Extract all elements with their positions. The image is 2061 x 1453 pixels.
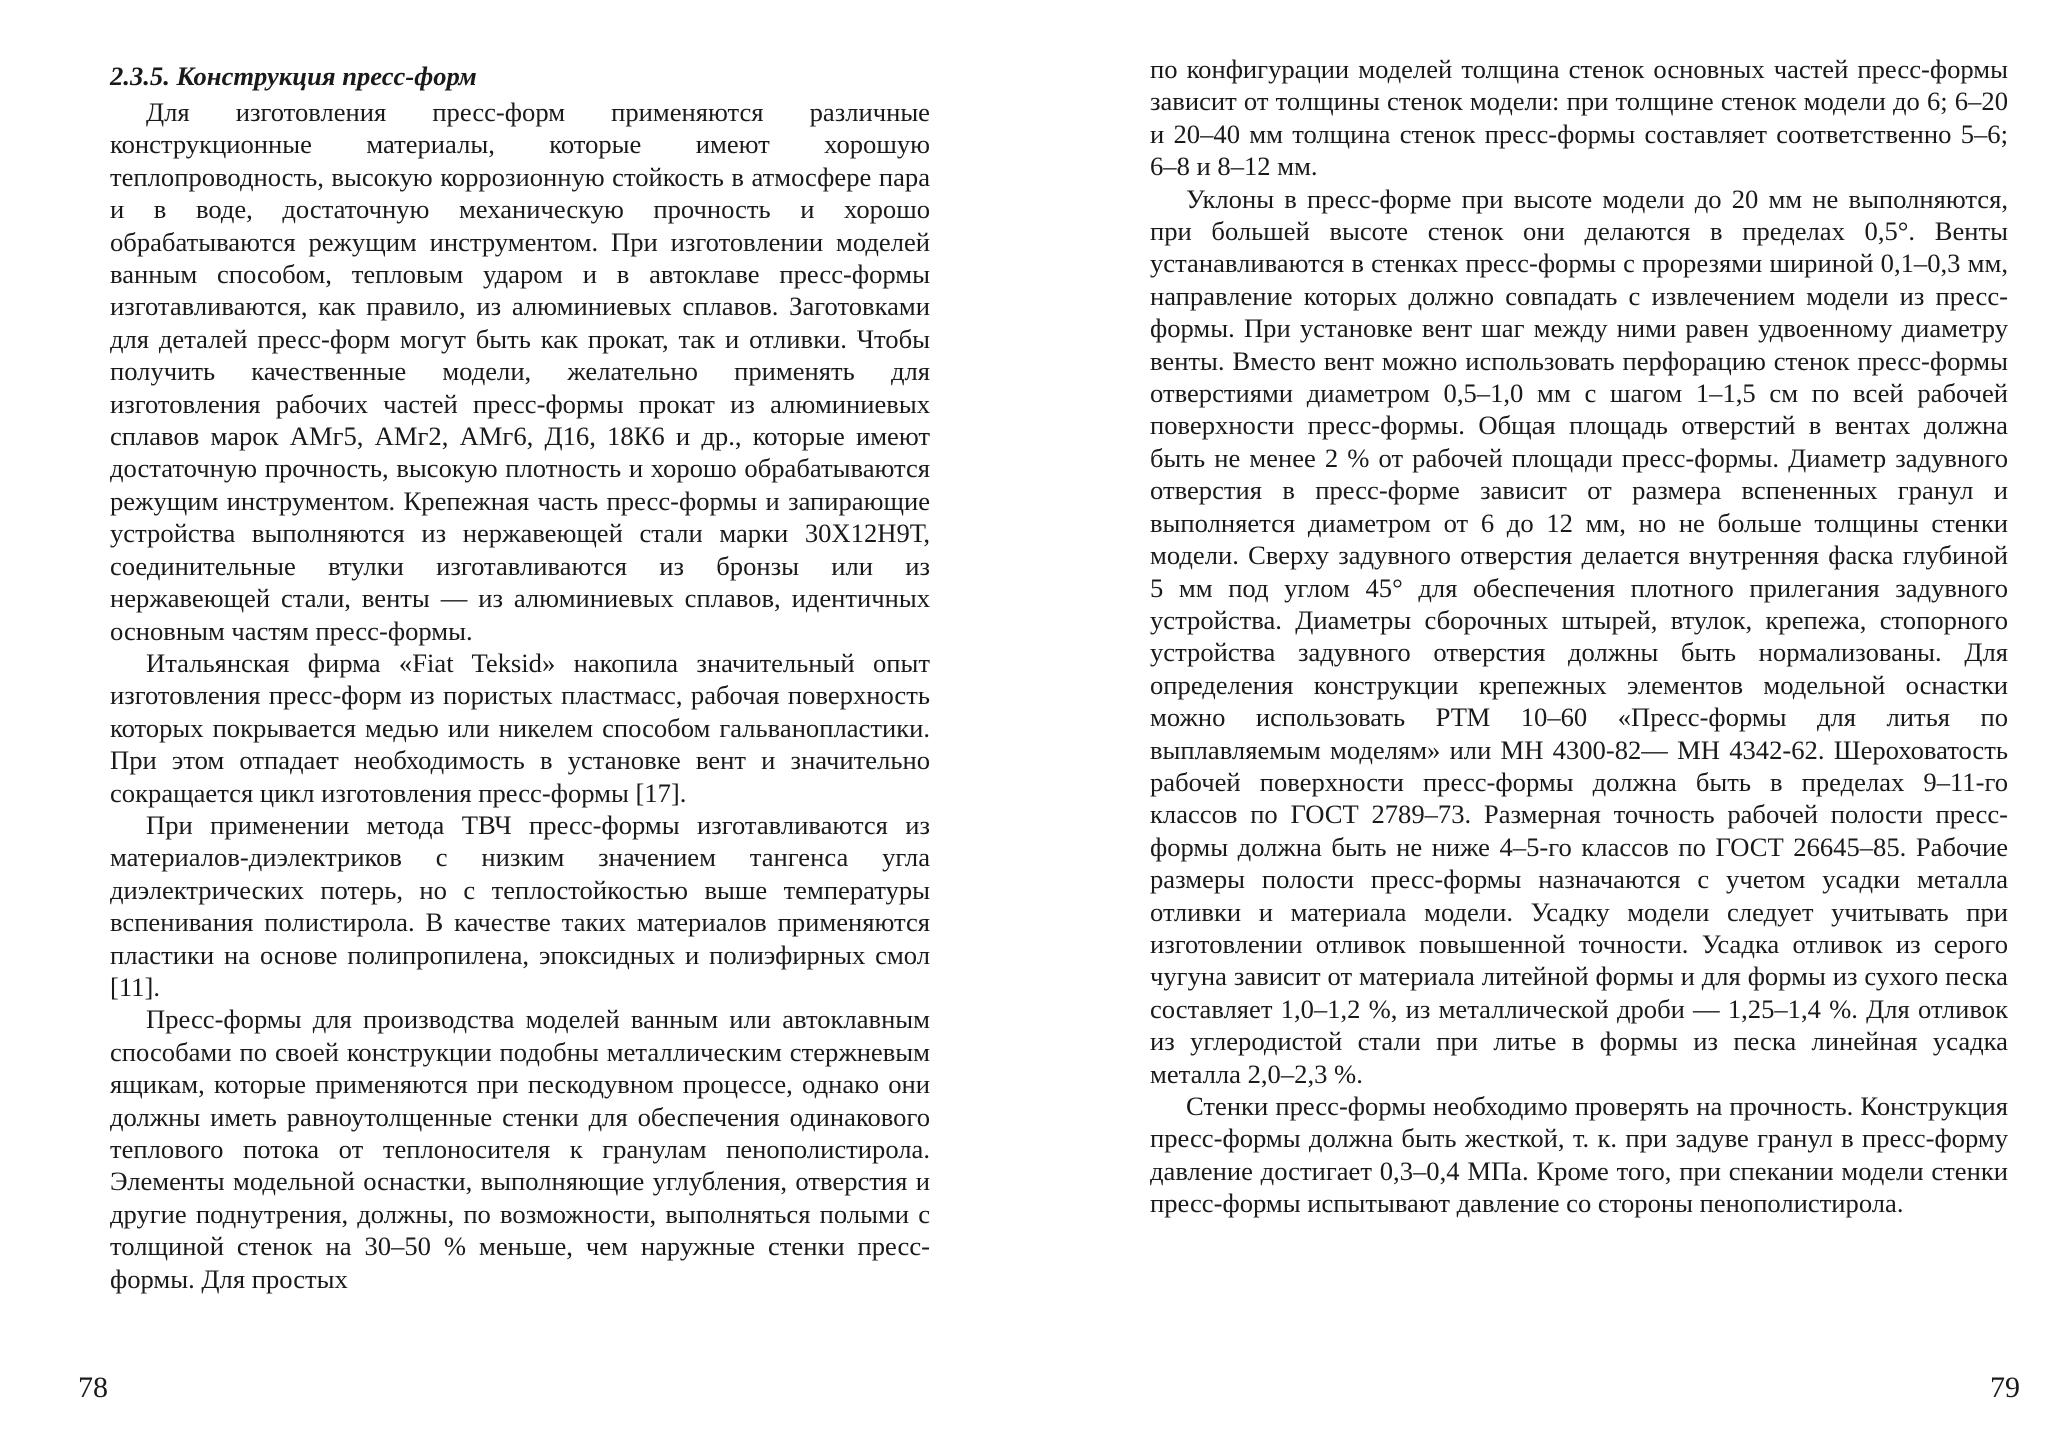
paragraph: Итальянская фирма «Fiat Teksid» накопила… [110,647,930,808]
right-page: по конфигурации моделей толщина стенок о… [1030,0,2061,1453]
paragraph: Пресс-формы для производства моделей ван… [110,1004,930,1294]
page-number: 78 [78,1371,108,1404]
left-page: 2.3.5. Конструкция пресс-форм Для изгото… [0,0,1030,1453]
section-heading: 2.3.5. Конструкция пресс-форм [110,61,477,91]
paragraph: Стенки пресс-формы необходимо проверять … [1150,1091,2008,1219]
right-text-column: по конфигурации моделей толщина стенок о… [1150,53,2008,1220]
left-text-column: 2.3.5. Конструкция пресс-форм Для изгото… [110,60,930,1295]
paragraph: Для изготовления пресс-форм применяются … [110,97,930,646]
paragraph: Уклоны в пресс-форме при высоте модели д… [1150,183,2008,1089]
page-number: 79 [1990,1371,2020,1404]
paragraph: При применении метода ТВЧ пресс-формы из… [110,809,930,1002]
paragraph-continuation: по конфигурации моделей толщина стенок о… [1150,54,2008,182]
